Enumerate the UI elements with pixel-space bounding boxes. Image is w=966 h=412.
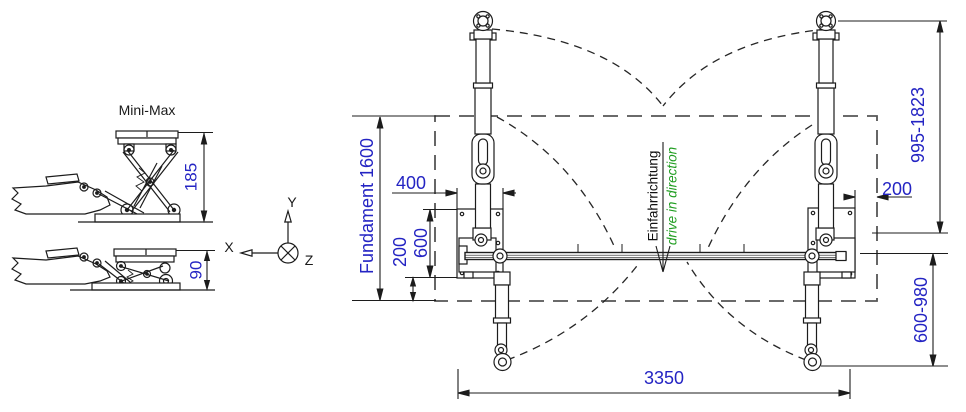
- dim-reach-long: 995-1823: [908, 86, 928, 164]
- right-upper-arm: [812, 10, 840, 247]
- drive-direction-label-de: Einfahrrichtung: [645, 150, 661, 242]
- dim-raised-height: 185: [181, 162, 201, 192]
- plan-dimension-lines: [352, 20, 948, 399]
- arm-swing-arcs: [491, 28, 828, 361]
- axis-label-x: X: [224, 239, 234, 255]
- left-upper-arm: [469, 10, 497, 247]
- drive-direction-label-en: drive in direction: [664, 146, 680, 246]
- dim-lowered-height: 90: [186, 260, 206, 280]
- right-lower-pad: [803, 352, 822, 372]
- dim-foundation: Fundament 1600: [357, 137, 377, 275]
- right-upper-pad: [815, 10, 837, 32]
- dim-plate-offset: 200: [390, 236, 410, 268]
- axis-label-z: Z: [304, 252, 314, 268]
- dim-plate-width: 400: [395, 173, 427, 193]
- dim-right-offset: 200: [881, 179, 913, 199]
- crossbar-ticks: [577, 244, 745, 252]
- side-dimension-lines: [176, 131, 215, 292]
- dim-overall-width: 3350: [643, 368, 685, 388]
- brand-logo: M oto T echnik ®: [0, 340, 270, 410]
- axis-label-y: Y: [287, 194, 297, 210]
- side-view-lowered: [11, 247, 215, 291]
- side-view-raised: [11, 130, 213, 223]
- crossbar: [464, 244, 847, 264]
- drive-direction-arrow: [655, 142, 671, 273]
- axis-indicator: [238, 208, 299, 264]
- right-lower-arm: [802, 271, 822, 372]
- side-view-title: Mini-Max: [118, 102, 176, 118]
- dim-reach-short: 600-980: [911, 276, 931, 344]
- left-upper-pad: [472, 10, 494, 32]
- lowered-platform: [113, 248, 177, 257]
- foundation-outline: [434, 115, 878, 302]
- left-lower-pad: [493, 352, 512, 372]
- left-lower-arm: [492, 271, 512, 372]
- dim-plate-length: 600: [411, 227, 431, 259]
